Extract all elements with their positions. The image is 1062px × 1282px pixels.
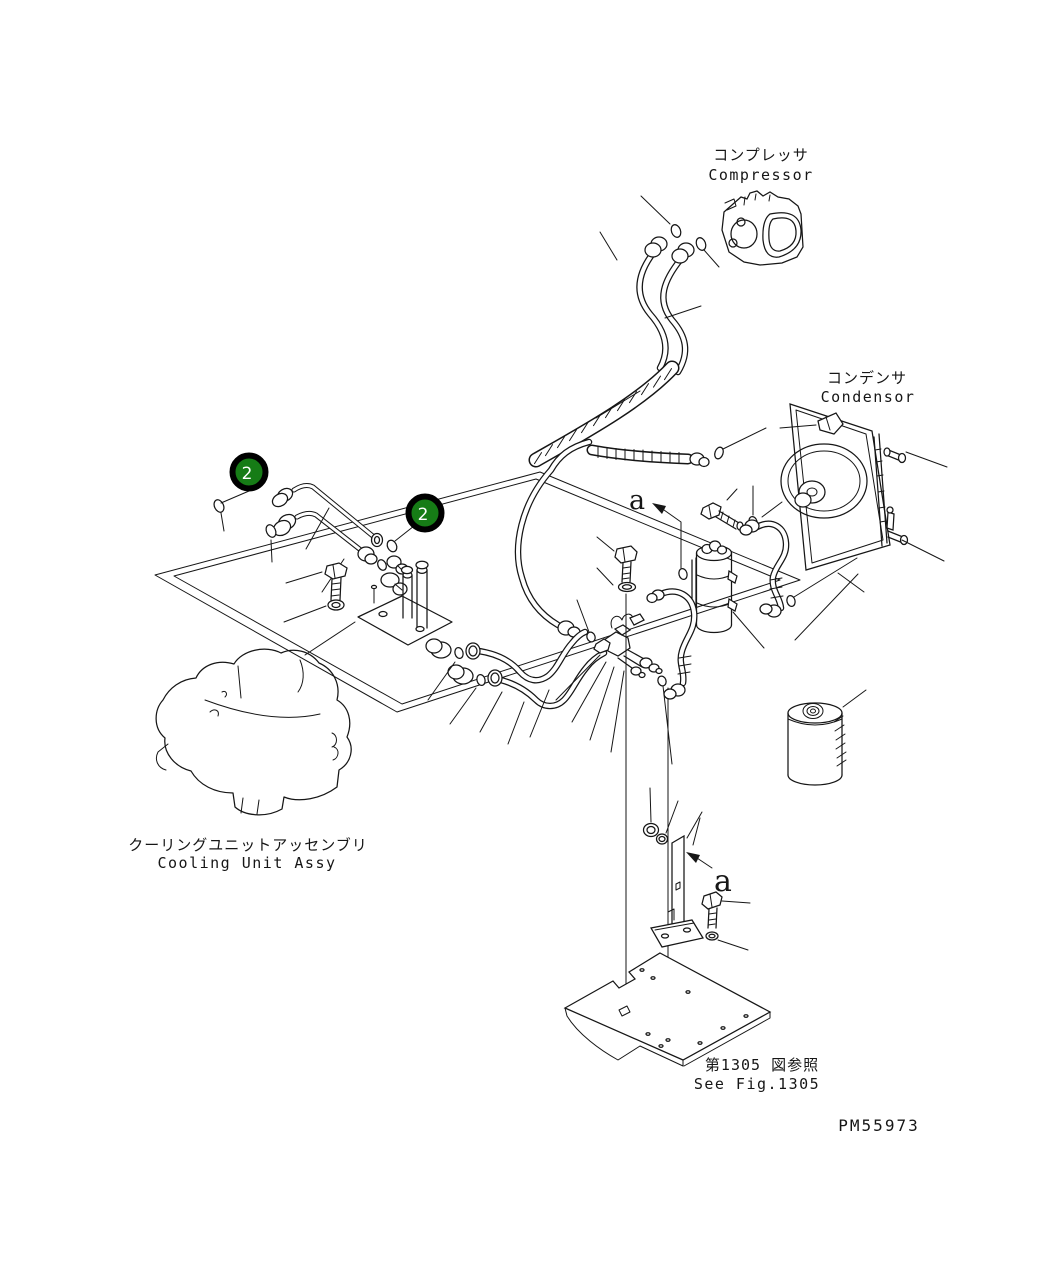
bolt-left (283, 562, 348, 623)
wrap-bands (534, 368, 672, 465)
cooling-unit-label-jp: クーリングユニットアッセンブリ (128, 836, 368, 854)
expansion-valve (555, 593, 673, 1037)
loop-hose (514, 438, 596, 643)
base-plate (563, 952, 772, 1067)
o-ring (714, 446, 724, 460)
o-ring (213, 499, 398, 571)
view-arrow-a2 (686, 852, 713, 869)
view-label-a2: a (714, 864, 732, 899)
compressor (640, 190, 804, 268)
view-arrow-a1 (652, 503, 688, 581)
callout-2-right-label: 2 (418, 505, 429, 525)
drier-s-hose (646, 588, 698, 700)
callout-2-right[interactable]: 2 (394, 493, 445, 542)
bracket-group (642, 787, 751, 951)
condensor-label-en: Condensor (821, 388, 916, 406)
plate-holes (639, 968, 749, 1048)
o-ring (670, 224, 707, 251)
condensor (779, 403, 948, 593)
o-ring (657, 675, 667, 687)
drawing-number: PM55973 (838, 1116, 919, 1135)
cooling-unit-assembly (155, 648, 352, 816)
manifold-plate-group (304, 555, 453, 656)
pipe-tubes (213, 483, 398, 593)
bolt-drier (700, 488, 744, 531)
lower-twin-hoses (425, 628, 608, 745)
reference-label-jp: 第1305 図参照 (705, 1056, 819, 1074)
receiver-drier (691, 485, 859, 649)
condensor-hose-run (586, 427, 767, 468)
compressor-label-en: Compressor (708, 166, 813, 184)
bolt-center (596, 536, 638, 593)
bolt-bracket (701, 891, 751, 951)
condensor-label-jp: コンデンサ (827, 369, 907, 387)
cooling-unit-label-en: Cooling Unit Assy (157, 854, 336, 872)
compressor-hoses (528, 231, 702, 468)
callout-2-left[interactable]: 2 (220, 452, 269, 504)
condensor-s-hose (739, 501, 858, 618)
reference-label-en: See Fig.1305 (694, 1075, 820, 1093)
wrap-bands (597, 446, 680, 464)
callout-2-left-label: 2 (242, 464, 253, 484)
o-ring (678, 567, 688, 581)
o-ring (586, 631, 596, 643)
o-ring (786, 594, 796, 608)
o-ring (454, 646, 486, 687)
compressor-label-jp: コンプレッサ (713, 146, 809, 164)
view-label-a1: a (629, 485, 645, 516)
filter-cylinder (787, 689, 867, 786)
